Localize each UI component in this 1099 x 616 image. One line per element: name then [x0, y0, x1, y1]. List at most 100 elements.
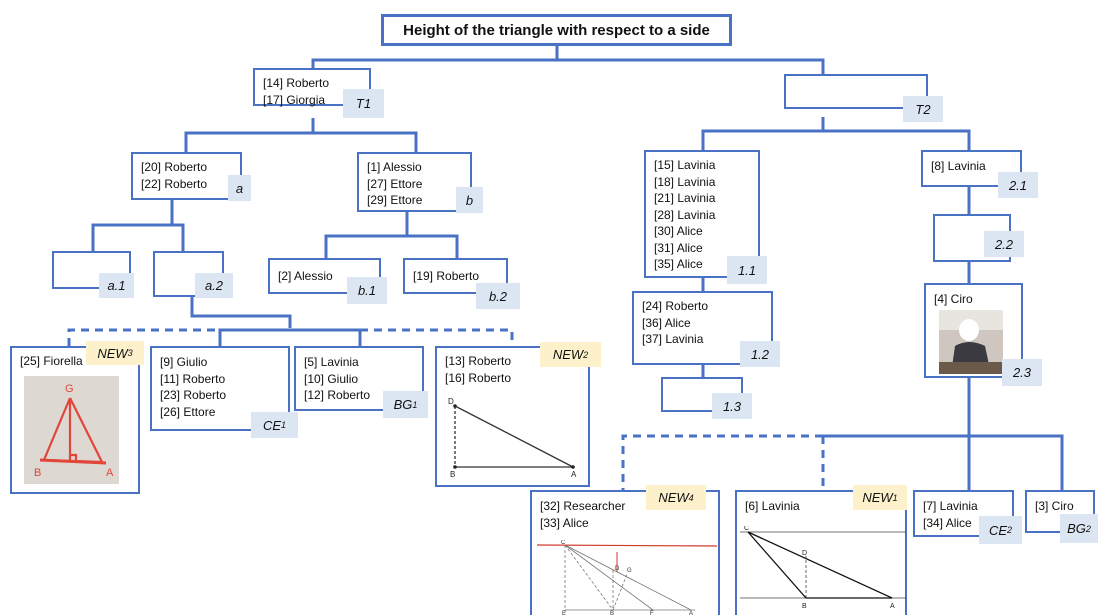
tag-text: NEW	[862, 490, 893, 505]
fiorella-triangle-photo: G B A	[24, 376, 119, 484]
node-line: [14] Roberto	[263, 76, 330, 90]
figure-label: G	[65, 383, 74, 395]
node-line: [13] Roberto	[445, 354, 512, 368]
figure-label: B	[610, 611, 614, 615]
figure-label: A	[890, 603, 895, 610]
node-tag: 1.1	[727, 256, 767, 284]
node-line: [6] Lavinia	[745, 499, 800, 513]
node-tag: T1	[343, 89, 384, 118]
node-tag: b	[456, 187, 483, 213]
node-tag: 2.1	[998, 172, 1038, 198]
node-line: [7] Lavinia	[923, 499, 978, 513]
node-line: [24] Roberto	[642, 299, 709, 313]
figure-label: E	[562, 611, 566, 615]
tag-subscript: 2	[583, 349, 589, 360]
node-line: [26] Ettore	[160, 404, 216, 419]
node-line: [5] Lavinia	[304, 355, 359, 369]
node-b: [1] Alessio [27] Ettore [29] Ettore	[357, 152, 472, 212]
figure-label: C	[561, 540, 566, 546]
new1-triangle-figure: C D B A	[740, 526, 906, 610]
node-line: [16] Roberto	[445, 370, 512, 385]
node-ce1: [9] Giulio [11] Roberto [23] Roberto [26…	[150, 346, 290, 431]
tag-text: CE	[988, 522, 1008, 538]
node-line: [20] Roberto	[141, 160, 208, 174]
node-line: [15] Lavinia	[654, 158, 716, 172]
tag-subscript: 1	[892, 492, 898, 503]
tag-subscript: 1	[412, 399, 418, 410]
node-tag: 2.3	[1002, 359, 1042, 386]
figure-label: D	[448, 397, 454, 406]
node-tag: a	[228, 175, 251, 201]
figure-label: D	[615, 566, 620, 572]
node-line: [33] Alice	[540, 515, 589, 530]
node-line: [37] Lavinia	[642, 332, 704, 346]
figure-label: A	[689, 611, 693, 615]
node-line: [4] Ciro	[934, 292, 973, 306]
node-line: [22] Roberto	[141, 176, 208, 191]
figure-label: A	[571, 470, 577, 479]
node-line: [2] Alessio	[278, 269, 333, 283]
node-tag: 1.3	[712, 393, 752, 419]
figure-label: F	[650, 611, 654, 615]
node-line: [3] Ciro	[1035, 499, 1074, 513]
node-line: [19] Roberto	[413, 269, 480, 283]
figure-label: B	[34, 467, 41, 479]
node-line: [10] Giulio	[304, 371, 359, 386]
new2-triangle-figure: D B A	[448, 397, 577, 479]
node-tag: 2.2	[984, 231, 1024, 257]
node-a: [20] Roberto [22] Roberto	[131, 152, 242, 200]
tag-subscript: 1	[281, 420, 287, 430]
tag-text: NEW	[552, 347, 584, 362]
node-line: [29] Ettore	[367, 193, 423, 207]
node-2-3: [4] Ciro	[924, 283, 1023, 378]
node-line: [34] Alice	[923, 515, 972, 530]
node-tag: b.2	[476, 283, 520, 309]
tag-subscript: 2	[1085, 523, 1091, 534]
node-line: [27] Ettore	[367, 176, 423, 191]
tag-text: BG	[1067, 521, 1086, 536]
new4-construction-figure: C E B F A D G	[536, 540, 717, 615]
figure-label: B	[450, 470, 455, 479]
tag-text: BG	[393, 397, 413, 412]
node-line: [30] Alice	[654, 224, 703, 238]
node-tag: a.1	[99, 273, 134, 298]
diagram-title-box: Height of the triangle with respect to a…	[381, 14, 732, 46]
tag-text: CE	[262, 417, 282, 433]
node-tag: b.1	[347, 277, 387, 304]
node-line: [28] Lavinia	[654, 207, 716, 222]
figure-label: D	[802, 550, 807, 557]
node-line: [25] Fiorella	[20, 354, 83, 368]
figure-label: C	[744, 526, 749, 532]
node-line: [12] Roberto	[304, 388, 371, 402]
node-new2: [13] Roberto [16] Roberto D B A	[435, 346, 590, 487]
node-new3: [25] Fiorella G B A	[10, 346, 140, 494]
figure-label: A	[106, 467, 114, 479]
node-new4: [32] Researcher [33] Alice C E B F A D G	[530, 490, 720, 615]
node-line: [35] Alice	[654, 257, 703, 271]
node-new1: [6] Lavinia C D B A	[735, 490, 907, 615]
node-line: [17] Giorgia	[263, 92, 326, 107]
tag-text: NEW	[97, 345, 128, 361]
node-tag: T2	[903, 96, 943, 122]
node-tag: a.2	[195, 273, 233, 298]
tag-subscript: 2	[1007, 525, 1013, 535]
node-line: [8] Lavinia	[931, 159, 986, 173]
tag-text: NEW	[658, 490, 689, 505]
ciro-photo	[939, 310, 1003, 374]
figure-label: G	[627, 568, 632, 574]
node-line: [11] Roberto	[160, 371, 226, 386]
node-line: [21] Lavinia	[654, 191, 716, 205]
tag-subscript: 4	[688, 492, 694, 503]
node-line: [32] Researcher	[540, 499, 626, 513]
figure-label: B	[802, 603, 807, 610]
node-line: [9] Giulio	[160, 355, 208, 369]
diagram-title: Height of the triangle with respect to a…	[403, 21, 710, 39]
node-tag: 1.2	[740, 341, 780, 367]
